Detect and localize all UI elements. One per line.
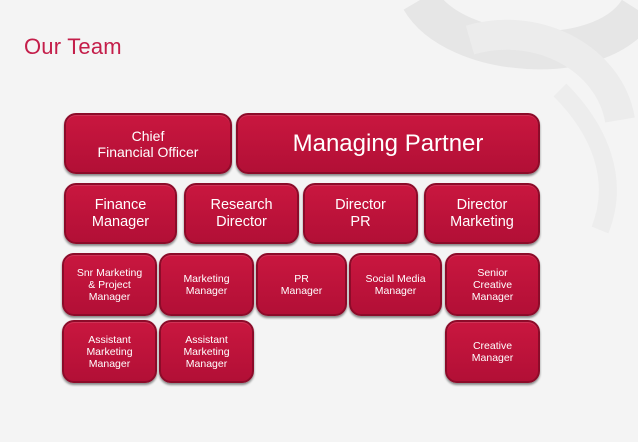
org-box-creative-manager: Creative Manager [445,320,540,383]
org-box-assistant-marketing-manager-1: Assistant Marketing Manager [62,320,157,383]
org-box-snr-marketing-project-manager: Snr Marketing & Project Manager [62,253,157,316]
org-box-cfo: Chief Financial Officer [64,113,232,174]
page-title: Our Team [24,34,122,59]
org-box-assistant-marketing-manager-2: Assistant Marketing Manager [159,320,254,383]
org-box-managing-partner: Managing Partner [236,113,540,174]
org-box-research-director: Research Director [184,183,299,244]
org-box-social-media-manager: Social Media Manager [349,253,442,316]
org-box-director-marketing: Director Marketing [424,183,540,244]
org-box-marketing-manager: Marketing Manager [159,253,254,316]
org-box-pr-manager: PR Manager [256,253,347,316]
org-box-finance-manager: Finance Manager [64,183,177,244]
org-box-director-pr: Director PR [303,183,418,244]
org-box-senior-creative-manager: Senior Creative Manager [445,253,540,316]
